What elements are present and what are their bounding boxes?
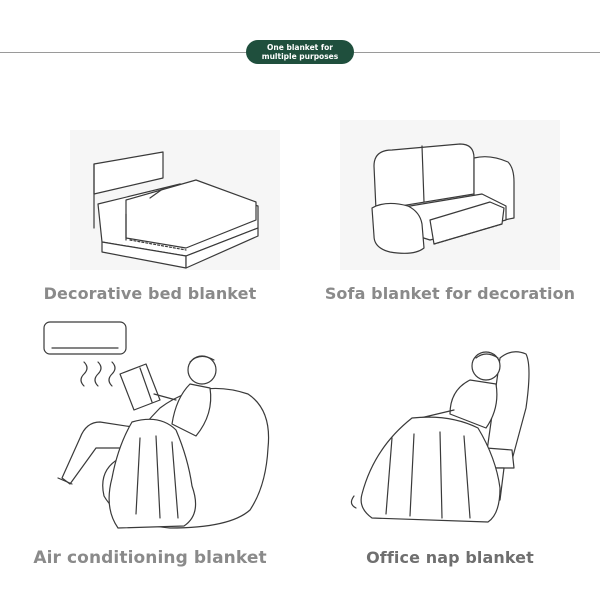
office-nap-illustration <box>350 351 530 523</box>
panel-air-conditioning: Air conditioning blanket <box>0 318 300 594</box>
panel-office-nap: Office nap blanket <box>300 318 600 594</box>
badge-line-1: One blanket for <box>267 43 333 52</box>
caption-air-conditioning: Air conditioning blanket <box>33 548 267 568</box>
header-badge: One blanket for multiple purposes <box>246 40 354 64</box>
bed-illustration <box>70 130 280 270</box>
panel-bed: Decorative bed blanket <box>0 110 300 310</box>
panel-sofa: Sofa blanket for decoration <box>300 110 600 310</box>
air-conditioning-illustration <box>43 321 270 529</box>
caption-bed: Decorative bed blanket <box>43 284 257 303</box>
sofa-illustration <box>340 120 560 270</box>
caption-office-nap: Office nap blanket <box>366 548 534 567</box>
caption-sofa: Sofa blanket for decoration <box>324 284 576 303</box>
badge-line-2: multiple purposes <box>261 52 339 61</box>
